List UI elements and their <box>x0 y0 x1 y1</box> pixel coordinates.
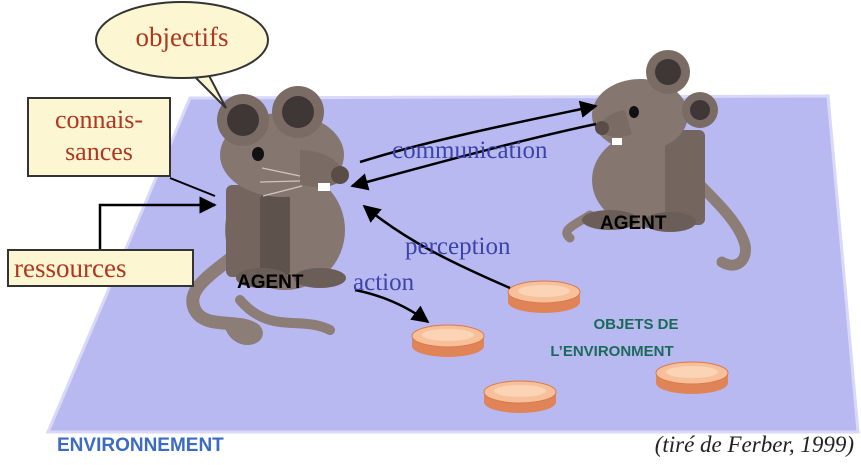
resources-label: ressources <box>14 253 126 283</box>
agent-label-left: AGENT <box>237 272 304 293</box>
perception-label: perception <box>405 233 511 260</box>
env-objects-label-line1: OBJETS DE <box>593 316 678 333</box>
communication-arrow-to-right <box>359 100 598 164</box>
rat-agent-icon <box>186 86 349 345</box>
coin-object-icon <box>655 361 729 395</box>
agent-label-right: AGENT <box>600 213 667 234</box>
communication-arrow-to-left <box>350 122 597 191</box>
environment-label: ENVIRONNEMENT <box>57 435 224 456</box>
env-objects-label-line2: L’ENVIRONMENT <box>550 343 673 360</box>
citation-text: (tiré de Ferber, 1999) <box>655 432 854 457</box>
coin-object-icon <box>483 380 557 414</box>
coin-object-icon <box>411 324 485 358</box>
coin-object-icon <box>507 280 581 314</box>
resources-box: ressources <box>7 249 194 287</box>
rat-agent-icon <box>562 50 751 271</box>
perception-arrow <box>362 204 511 290</box>
objectives-label: objectifs <box>136 22 229 52</box>
resources-arrow <box>98 196 217 252</box>
knowledge-label-line2: sances <box>65 137 133 166</box>
action-arrow <box>354 288 430 324</box>
action-label: action <box>353 269 415 296</box>
knowledge-box: connais- sances <box>27 97 171 177</box>
knowledge-label-line1: connais- <box>55 105 143 134</box>
communication-label: communication <box>392 137 548 164</box>
knowledge-arrow <box>169 177 216 197</box>
objectives-bubble: objectifs <box>95 1 269 109</box>
